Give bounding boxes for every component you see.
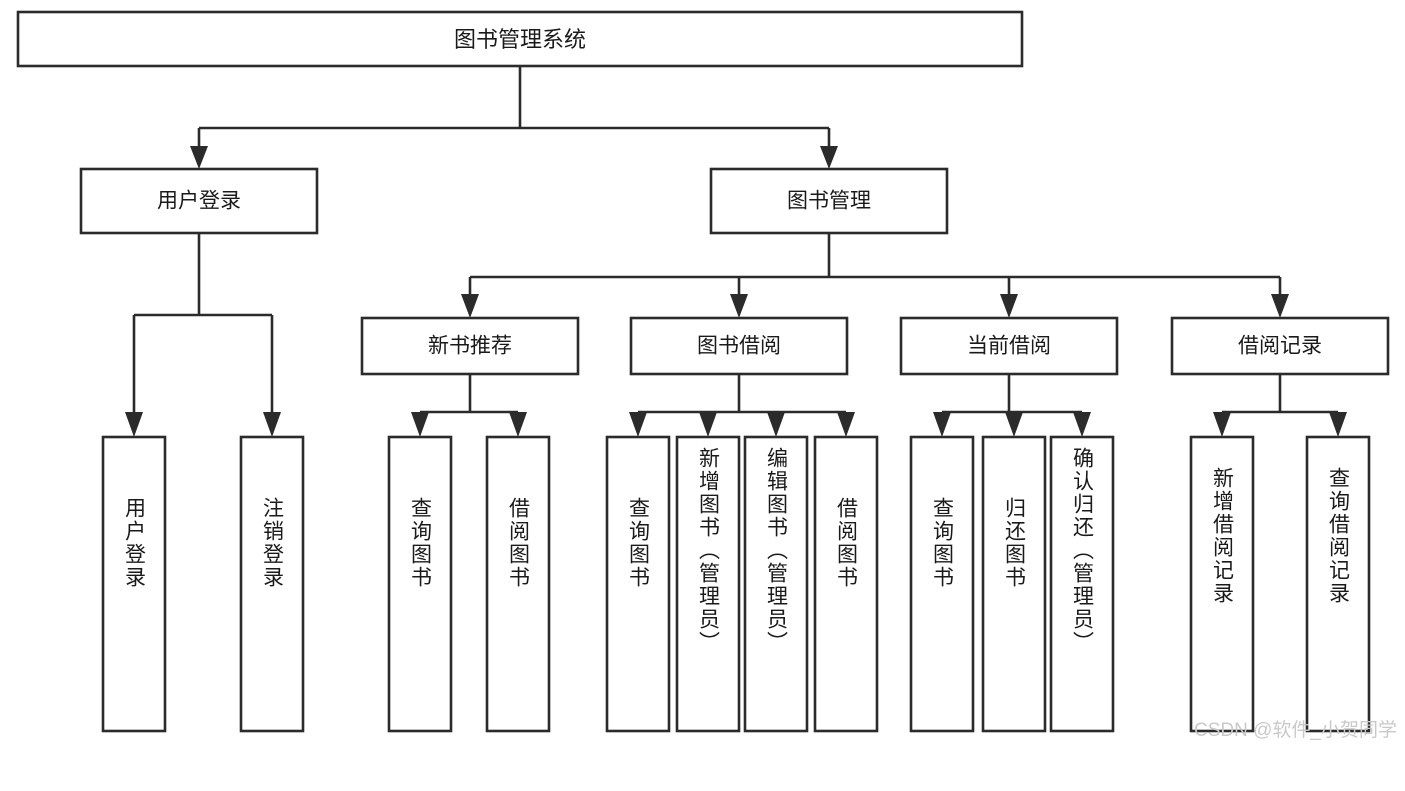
arrowhead-leaf-confirm-return xyxy=(1073,412,1091,437)
leaf-box-user-login[interactable] xyxy=(101,435,167,733)
arrowhead-leaf-query-book-2 xyxy=(629,412,647,437)
node-root-box[interactable] xyxy=(16,10,1024,68)
arrowhead-book-borrow xyxy=(730,294,748,318)
node-new-book-recommend-box[interactable] xyxy=(360,316,580,376)
arrowhead-leaf-query-book-1 xyxy=(411,412,429,437)
arrowhead-leaf-borrow-book-1 xyxy=(509,412,527,437)
arrowhead-leaf-query-record xyxy=(1329,412,1347,437)
arrowhead-bookmgmt xyxy=(820,146,838,169)
node-book-borrow[interactable]: 图书借阅 xyxy=(629,316,849,376)
arrowhead-new-book-rec xyxy=(461,294,479,318)
node-user-login-box[interactable] xyxy=(79,167,319,235)
node-user-login-label: 用户登录 xyxy=(157,190,241,213)
leaf-box-add-record[interactable] xyxy=(1189,435,1255,733)
node-borrow-record-box[interactable] xyxy=(1170,316,1390,376)
node-borrow-record[interactable]: 借阅记录 xyxy=(1170,316,1390,376)
flowchart-diagram: 图书管理系统 用户登录 图书管理 新书推荐 图书借阅 当前借阅 借阅记录 xyxy=(16,10,1397,741)
leaf-box-borrow-book-2[interactable] xyxy=(813,435,879,733)
leaf-box-query-book-3[interactable] xyxy=(909,435,975,733)
node-new-book-recommend-label: 新书推荐 xyxy=(428,335,512,358)
node-current-borrow-label: 当前借阅 xyxy=(967,335,1051,358)
node-book-borrow-box[interactable] xyxy=(629,316,849,376)
connector-layer xyxy=(125,66,1347,437)
arrowhead-leaf-user-logout xyxy=(263,412,281,437)
node-root-label: 图书管理系统 xyxy=(454,27,586,52)
node-current-borrow[interactable]: 当前借阅 xyxy=(899,316,1119,376)
node-root[interactable]: 图书管理系统 xyxy=(16,10,1024,68)
leaf-box-add-book[interactable] xyxy=(675,435,741,733)
arrowhead-leaf-borrow-book-2 xyxy=(837,412,855,437)
leaf-box-edit-book[interactable] xyxy=(743,435,809,733)
leaf-box-confirm-return[interactable] xyxy=(1049,435,1115,733)
leaf-box-query-record[interactable] xyxy=(1305,435,1371,733)
arrowhead-leaf-query-book-3 xyxy=(933,412,951,437)
node-book-management-box[interactable] xyxy=(709,167,949,235)
arrowhead-borrow-record xyxy=(1271,294,1289,318)
node-current-borrow-box[interactable] xyxy=(899,316,1119,376)
leaf-box-query-book-2[interactable] xyxy=(605,435,671,733)
arrowhead-leaf-return-book xyxy=(1005,412,1023,437)
node-book-management[interactable]: 图书管理 xyxy=(709,167,949,235)
arrowhead-leaf-user-login xyxy=(125,412,143,437)
arrowhead-login xyxy=(190,146,208,169)
node-user-login[interactable]: 用户登录 xyxy=(79,167,319,235)
arrowhead-leaf-add-record xyxy=(1213,412,1231,437)
leaf-box-layer[interactable] xyxy=(101,435,1371,733)
leaf-box-return-book[interactable] xyxy=(981,435,1047,733)
diagram-canvas: 图书管理系统 用户登录 图书管理 新书推荐 图书借阅 当前借阅 借阅记录 xyxy=(16,10,1390,733)
leaf-box-borrow-book-1[interactable] xyxy=(485,435,551,733)
arrowhead-current-borrow xyxy=(1000,294,1018,318)
arrowhead-leaf-add-book xyxy=(699,412,717,437)
node-book-management-label: 图书管理 xyxy=(787,190,871,213)
node-borrow-record-label: 借阅记录 xyxy=(1238,335,1322,358)
leaf-box-user-logout[interactable] xyxy=(239,435,305,733)
arrowhead-leaf-edit-book xyxy=(767,412,785,437)
node-book-borrow-label: 图书借阅 xyxy=(697,335,781,358)
node-new-book-recommend[interactable]: 新书推荐 xyxy=(360,316,580,376)
leaf-box-query-book-1[interactable] xyxy=(387,435,453,733)
